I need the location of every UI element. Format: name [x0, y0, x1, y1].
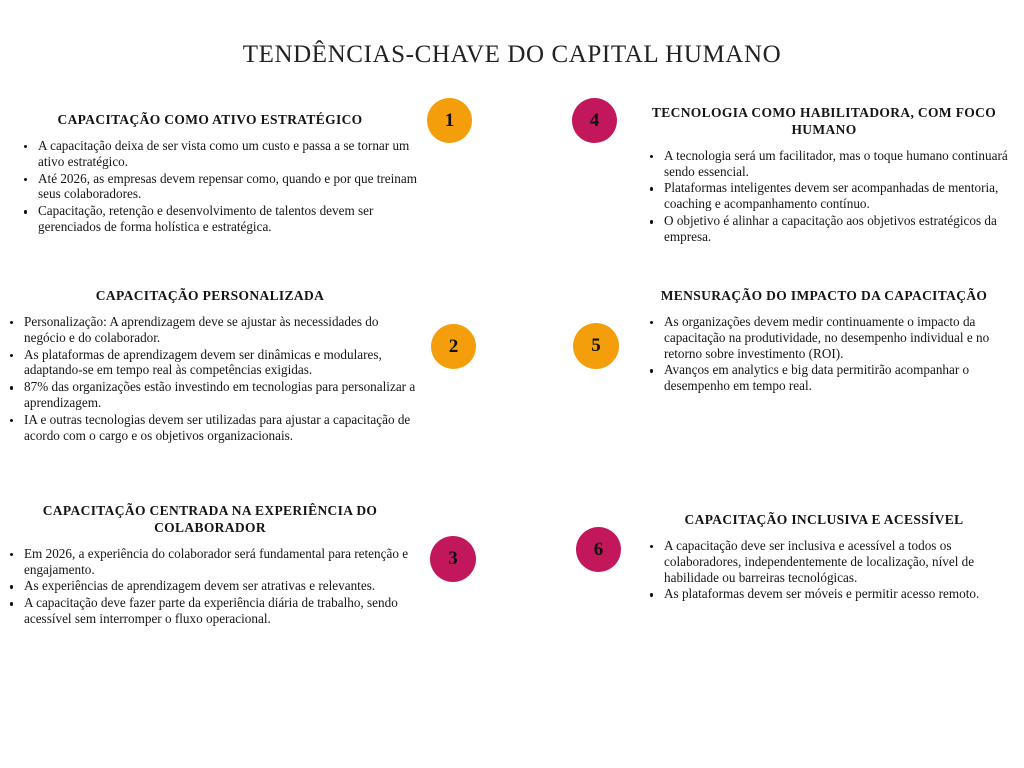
number-badge-3: 3 — [430, 536, 476, 582]
page-title: TENDÊNCIAS-CHAVE DO CAPITAL HUMANO — [242, 40, 782, 68]
number-badge-1: 1 — [427, 98, 472, 143]
trend-block-5: MENSURAÇÃO DO IMPACTO DA CAPACITAÇÃO As … — [638, 288, 1010, 395]
trend-block-3: CAPACITAÇÃO CENTRADA NA EXPERIÊNCIA DO C… — [0, 503, 420, 628]
trend-block-2: CAPACITAÇÃO PERSONALIZADA Personalização… — [0, 288, 420, 445]
list-item: IA e outras tecnologias devem ser utiliz… — [8, 412, 420, 444]
trend-bullets-5: As organizações devem medir continuament… — [638, 314, 1010, 394]
list-item: Até 2026, as empresas devem repensar com… — [22, 171, 420, 203]
list-item: Plataformas inteligentes devem ser acomp… — [648, 180, 1010, 212]
trend-block-1: CAPACITAÇÃO COMO ATIVO ESTRATÉGICO A cap… — [0, 112, 420, 236]
trend-bullets-4: A tecnologia será um facilitador, mas o … — [638, 148, 1010, 245]
trend-block-6: CAPACITAÇÃO INCLUSIVA E ACESSÍVEL A capa… — [638, 512, 1010, 603]
number-badge-2: 2 — [431, 324, 476, 369]
trend-bullets-1: A capacitação deixa de ser vista como um… — [0, 138, 420, 235]
list-item: As experiências de aprendizagem devem se… — [8, 578, 420, 594]
trend-bullets-2: Personalização: A aprendizagem deve se a… — [0, 314, 420, 444]
trend-bullets-3: Em 2026, a experiência do colaborador se… — [0, 546, 420, 627]
list-item: Em 2026, a experiência do colaborador se… — [8, 546, 420, 578]
trend-block-4: TECNOLOGIA COMO HABILITADORA, COM FOCO H… — [638, 105, 1010, 246]
trend-bullets-6: A capacitação deve ser inclusiva e acess… — [638, 538, 1010, 602]
trend-heading-5: MENSURAÇÃO DO IMPACTO DA CAPACITAÇÃO — [660, 288, 988, 303]
list-item: As plataformas de aprendizagem devem ser… — [8, 347, 420, 379]
trend-heading-3: CAPACITAÇÃO CENTRADA NA EXPERIÊNCIA DO C… — [42, 503, 378, 535]
list-item: As organizações devem medir continuament… — [648, 314, 1010, 362]
list-item: A capacitação deve fazer parte da experi… — [8, 595, 420, 627]
trend-heading-4: TECNOLOGIA COMO HABILITADORA, COM FOCO H… — [651, 105, 997, 137]
number-badge-6: 6 — [576, 527, 621, 572]
list-item: Personalização: A aprendizagem deve se a… — [8, 314, 420, 346]
list-item: Avanços em analytics e big data permitir… — [648, 362, 1010, 394]
list-item: A tecnologia será um facilitador, mas o … — [648, 148, 1010, 180]
trend-heading-1: CAPACITAÇÃO COMO ATIVO ESTRATÉGICO — [57, 112, 363, 127]
trend-heading-2: CAPACITAÇÃO PERSONALIZADA — [95, 288, 325, 303]
list-item: As plataformas devem ser móveis e permit… — [648, 586, 1010, 602]
trend-heading-6: CAPACITAÇÃO INCLUSIVA E ACESSÍVEL — [684, 512, 964, 527]
list-item: A capacitação deve ser inclusiva e acess… — [648, 538, 1010, 586]
list-item: 87% das organizações estão investindo em… — [8, 379, 420, 411]
list-item: A capacitação deixa de ser vista como um… — [22, 138, 420, 170]
number-badge-5: 5 — [573, 323, 619, 369]
list-item: O objetivo é alinhar a capacitação aos o… — [648, 213, 1010, 245]
number-badge-4: 4 — [572, 98, 617, 143]
list-item: Capacitação, retenção e desenvolvimento … — [22, 203, 420, 235]
